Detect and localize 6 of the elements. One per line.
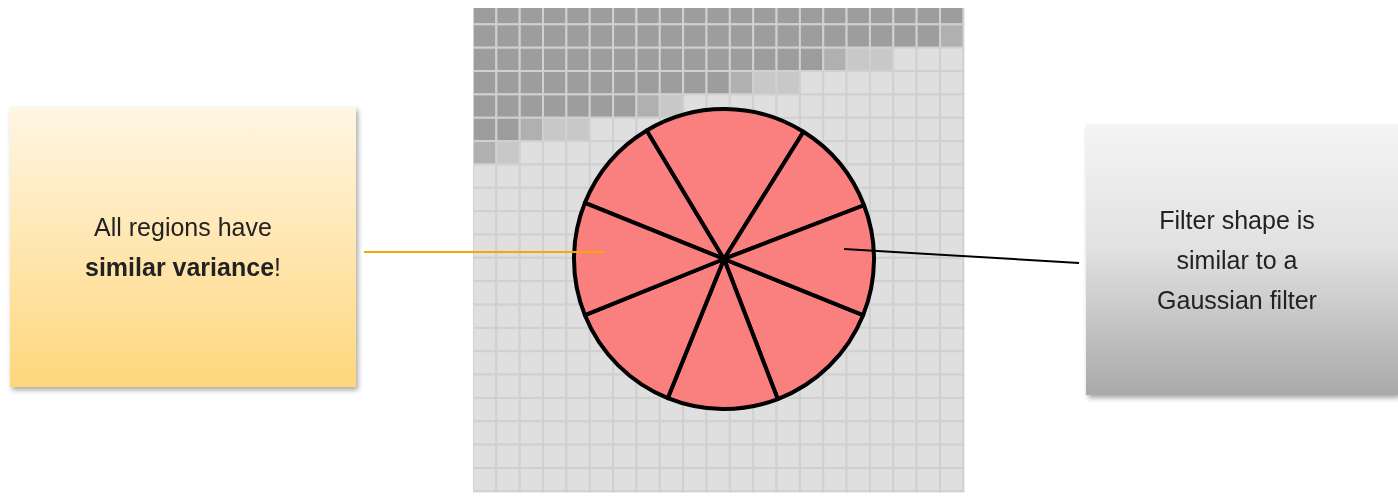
leader-line bbox=[363, 251, 605, 253]
callout-text: Filter shape is similar to a Gaussian filter bbox=[1156, 205, 1318, 316]
leader-line bbox=[843, 248, 1080, 264]
callout-text: All regions have similar variance! bbox=[84, 212, 282, 283]
callout-box bbox=[1086, 125, 1398, 395]
callout-box bbox=[10, 107, 356, 387]
